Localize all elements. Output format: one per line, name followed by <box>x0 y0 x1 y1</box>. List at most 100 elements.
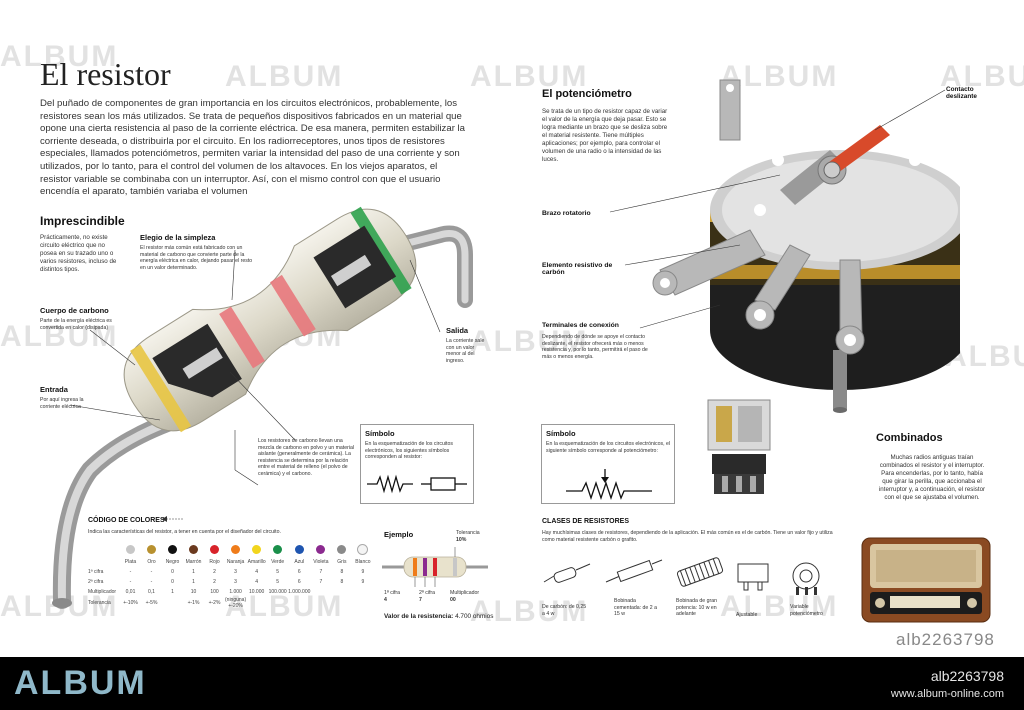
color-swatch <box>337 545 347 554</box>
radio-illustration <box>861 537 991 623</box>
watermark: ALBUM <box>940 60 1024 93</box>
color-swatch <box>357 544 369 555</box>
simbolo-potenciometro-box: Símbolo En la esquematización de los cir… <box>541 424 675 504</box>
color-name: Negro <box>165 559 180 565</box>
terminales-heading: Terminales de conexión <box>542 322 619 329</box>
clase-item: Ajustable <box>736 612 758 618</box>
footer-url[interactable]: www.album-online.com <box>890 688 1004 700</box>
carbon-text: Los resistores de carbono llevan una mez… <box>258 438 355 477</box>
table-cell <box>352 587 373 597</box>
potentiometer-illustration <box>609 79 960 413</box>
imprescindible-heading: Imprescindible <box>40 214 125 228</box>
example-resistor-icon <box>382 547 488 587</box>
arrow-left-icon <box>162 516 184 522</box>
simbolo-box: Símbolo En la esquematización de los cir… <box>360 424 474 504</box>
combinados-text: Muchas radios antiguas traían combinados… <box>878 454 986 501</box>
table-cell: 0 <box>171 569 174 575</box>
table-cell: 7 <box>319 579 323 585</box>
row-label: Multiplicador <box>88 589 117 595</box>
table-cell: 9 <box>361 569 365 575</box>
watermark: ALBUM <box>470 60 589 93</box>
entrada-text: Por aquí ingresa la corriente eléctrica <box>40 397 84 410</box>
eleccion-heading: Elegio de la simpleza <box>140 233 216 242</box>
color-swatch <box>126 545 135 554</box>
table-cell: 8 <box>340 579 344 585</box>
row-label: 1ª cifra <box>88 569 104 575</box>
table-cell: (ninguna) +-20% <box>225 597 247 609</box>
clases-subtitle: Hay muchísimas clases de resistores, dep… <box>542 530 833 543</box>
entrada-heading: Entrada <box>40 385 68 394</box>
simbolo-potenciometro-heading: Símbolo <box>546 429 576 438</box>
watermark: ALBUM <box>0 320 119 353</box>
color-name: Gris <box>337 559 347 565</box>
table-cell: 0 <box>171 579 174 585</box>
clase-item: De carbón: de 0,25 a 4 w <box>542 604 587 617</box>
salida-text: La corriente sale con un valor menor al … <box>446 338 485 364</box>
footer-bar <box>0 657 1024 710</box>
codigo-subtitle: Indica las características del resistor,… <box>88 529 281 535</box>
valor-value: 4.700 ohmios <box>455 613 494 620</box>
table-cell <box>352 597 373 609</box>
imprescindible-text: Prácticamente, no existe circuito eléctr… <box>40 234 117 273</box>
ejemplo-heading: Ejemplo <box>384 530 414 539</box>
table-cell: 2 <box>213 579 216 585</box>
salida-heading: Salida <box>446 326 469 335</box>
color-name: Plata <box>124 559 137 565</box>
color-swatch <box>273 545 283 554</box>
table-cell: 100 <box>210 589 219 595</box>
mult-label: Multiplicador <box>450 590 480 596</box>
table-cell: 5 <box>276 579 280 585</box>
table-cell: 6 <box>297 579 301 585</box>
tolerancia-value: 10% <box>456 537 467 543</box>
color-name: Blanco <box>355 559 371 565</box>
table-cell: 3 <box>234 579 237 585</box>
simbolo-potenciometro-text: En la esquematización de los circuitos e… <box>546 441 670 454</box>
table-cell: 7 <box>319 569 323 575</box>
color-swatch <box>147 545 156 554</box>
color-swatch <box>316 545 326 554</box>
potentiometer-photo <box>707 399 771 494</box>
contacto-label: Contacto deslizante <box>946 86 977 100</box>
clase-item: Bobinada de gran potencia: 10 w en adela… <box>676 598 717 618</box>
table-cell <box>310 587 331 597</box>
color-name: Azul <box>294 559 305 565</box>
simbolo-text: En la esquematización de los circuitos e… <box>365 441 453 461</box>
cifra1-value: 4 <box>384 597 387 603</box>
terminales-text: Dependiendo de dónde se apoye el contact… <box>542 334 648 360</box>
watermark: ALBUM <box>225 590 344 623</box>
valor-resistencia: Valor de la resistencia: 4.700 ohmios <box>384 613 493 620</box>
table-cell: 100.000 <box>268 589 287 595</box>
color-swatch <box>189 545 198 554</box>
table-cell: 4 <box>255 579 259 585</box>
table-cell <box>331 587 352 597</box>
color-swatch <box>252 545 262 554</box>
album-logo: ALBUM <box>14 664 147 702</box>
watermark: ALBUM <box>470 595 589 628</box>
table-cell: 4 <box>255 569 259 575</box>
table-cell: - <box>150 579 153 585</box>
cifra2-value: 7 <box>419 597 422 603</box>
potenciometro-heading: El potenciómetro <box>542 88 632 100</box>
table-cell: - <box>150 569 153 575</box>
table-cell <box>310 597 331 609</box>
table-cell <box>162 597 183 609</box>
table-cell: 9 <box>361 579 365 585</box>
table-cell: 1 <box>171 589 174 595</box>
table-cell <box>267 597 288 609</box>
swatch-cell <box>120 544 141 557</box>
clase-item: Bobinada cementada: de 2 a 15 w <box>614 598 657 618</box>
watermark: ALBUM <box>470 325 589 358</box>
resistor-symbol-icon <box>367 474 467 494</box>
potentiometer-symbol-icon <box>566 469 652 501</box>
table-cell: 6 <box>297 569 301 575</box>
table-cell <box>246 597 267 609</box>
resistor-types-illustration <box>543 557 820 595</box>
watermark: ALBUM <box>0 40 119 73</box>
watermark: ALBUM <box>720 590 839 623</box>
image-id-label: alb2263798 <box>896 630 995 649</box>
row-label: Tolerancia <box>88 600 111 606</box>
cuerpo-heading: Cuerpo de carbono <box>40 306 109 315</box>
color-swatch <box>210 545 219 554</box>
table-cell: 0,1 <box>148 589 155 595</box>
table-cell: +-2% <box>208 600 221 606</box>
